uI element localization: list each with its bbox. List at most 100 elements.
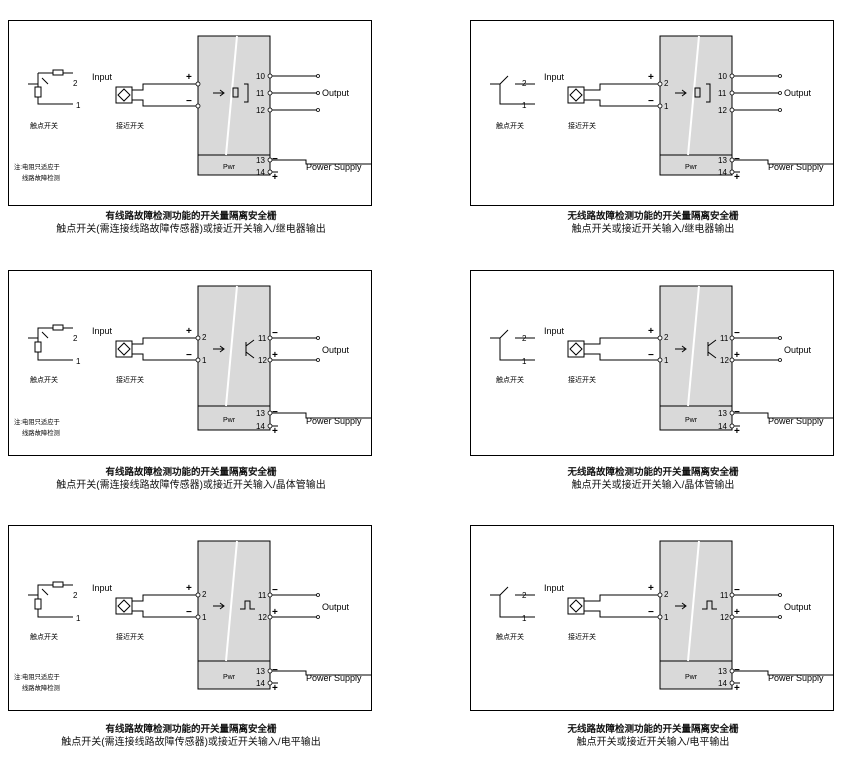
plus-sign: + (272, 607, 278, 618)
diagram-panel-1: 2 1 Input + − 10 11 12 13 14 − + Output … (8, 20, 374, 245)
power-supply-label: Power Supply (768, 673, 824, 683)
terminal-13: 13 (256, 409, 265, 418)
terminal-11: 11 (718, 89, 727, 98)
wiring-diagram: 2 1 Input + − 2 1 11 12 − + 13 14 − + Ou… (490, 540, 834, 694)
panel-frame (470, 20, 834, 206)
contact-switch-label: 触点开关 (30, 375, 58, 384)
plus-sign: + (272, 683, 278, 694)
terminal-11: 11 (720, 591, 729, 600)
plus-sign: + (272, 426, 278, 437)
minus-sign: − (272, 154, 278, 165)
caption-title: 无线路故障检测功能的开关量隔离安全栅 (567, 724, 739, 735)
output-label: Output (784, 345, 812, 355)
terminal-12: 12 (258, 356, 267, 365)
pwr-label: Pwr (223, 164, 236, 171)
note-line-1: 注:电阻只适应于 (14, 162, 60, 171)
terminal-12: 12 (718, 106, 727, 115)
panel-frame (8, 270, 372, 456)
pwr-label: Pwr (223, 417, 236, 424)
plus-sign: + (734, 172, 740, 183)
wiring-diagram: 2 1 Input + − 2 1 11 12 − + 13 14 − + Ou… (14, 540, 372, 694)
diagram-panel-5: 2 1 Input + − 2 1 11 12 − + 13 14 − + Ou… (8, 525, 374, 760)
contact-switch-label: 触点开关 (496, 632, 524, 641)
output-label: Output (784, 88, 812, 98)
caption: 有线路故障检测功能的开关量隔离安全栅 触点开关(需连接线路故障传感器)或接近开关… (8, 723, 374, 749)
terminal-2: 2 (664, 333, 669, 342)
terminal-2: 2 (73, 334, 78, 343)
terminal-1: 1 (522, 357, 527, 366)
terminal-2: 2 (73, 79, 78, 88)
caption-subtitle: 触点开关或接近开关输入/电平输出 (576, 737, 730, 748)
pwr-label: Pwr (685, 417, 698, 424)
diagram-panel-4: 2 1 Input + − 2 1 11 12 − + 13 14 − + Ou… (470, 270, 836, 500)
terminal-12: 12 (256, 106, 265, 115)
terminal-11: 11 (720, 334, 729, 343)
plus-sign: + (186, 583, 192, 594)
proximity-switch-label: 接近开关 (116, 632, 144, 641)
terminal-10: 10 (718, 72, 727, 81)
caption-title: 无线路故障检测功能的开关量隔离安全栅 (567, 211, 739, 222)
contact-switch-label: 触点开关 (496, 121, 524, 130)
caption: 无线路故障检测功能的开关量隔离安全栅 触点开关或接近开关输入/电平输出 (470, 723, 836, 749)
panel-frame (470, 525, 834, 711)
input-label: Input (544, 72, 565, 82)
terminal-13: 13 (256, 667, 265, 676)
panel-frame (8, 20, 372, 206)
plus-sign: + (272, 350, 278, 361)
minus-sign: − (272, 407, 278, 418)
output-label: Output (322, 88, 350, 98)
plus-sign: + (186, 72, 192, 83)
caption-title: 无线路故障检测功能的开关量隔离安全栅 (567, 467, 739, 478)
caption-subtitle: 触点开关(需连接线路故障传感器)或接近开关输入/晶体管输出 (56, 480, 326, 491)
diagram-panel-3: 2 1 Input + − 2 1 11 12 − + 13 14 − + Ou… (8, 270, 374, 500)
terminal-13: 13 (718, 409, 727, 418)
terminal-2: 2 (522, 334, 527, 343)
terminal-14: 14 (718, 422, 727, 431)
plus-sign: + (272, 172, 278, 183)
terminal-14: 14 (256, 679, 265, 688)
plus-sign: + (734, 607, 740, 618)
output-label: Output (322, 602, 350, 612)
output-label: Output (322, 345, 350, 355)
proximity-switch-label: 接近开关 (568, 375, 596, 384)
power-supply-label: Power Supply (306, 673, 362, 683)
panel-frame (8, 525, 372, 711)
power-supply-label: Power Supply (768, 416, 824, 426)
terminal-11: 11 (256, 89, 265, 98)
terminal-1: 1 (522, 614, 527, 623)
caption: 无线路故障检测功能的开关量隔离安全栅 触点开关或接近开关输入/继电器输出 (470, 210, 836, 236)
input-label: Input (544, 326, 565, 336)
plus-sign: + (186, 326, 192, 337)
plus-sign: + (648, 326, 654, 337)
wiring-diagram: 2 1 Input + − 2 1 11 12 − + 13 14 − + Ou… (490, 285, 834, 437)
wiring-diagram: 2 1 Input + − 10 11 12 13 14 − + Output … (14, 35, 372, 183)
plus-sign: + (734, 350, 740, 361)
minus-sign: − (648, 607, 654, 618)
note-line-2: 线路故障检测 (22, 683, 60, 692)
terminal-14: 14 (256, 422, 265, 431)
caption-subtitle: 触点开关(需连接线路故障传感器)或接近开关输入/继电器输出 (56, 224, 326, 235)
proximity-switch-label: 接近开关 (568, 121, 596, 130)
terminal-11: 11 (258, 334, 267, 343)
caption: 无线路故障检测功能的开关量隔离安全栅 触点开关或接近开关输入/晶体管输出 (470, 466, 836, 492)
terminal-1: 1 (76, 101, 81, 110)
minus-sign: − (186, 607, 192, 618)
input-label: Input (92, 326, 113, 336)
proximity-switch-label: 接近开关 (116, 121, 144, 130)
terminal-1: 1 (202, 356, 207, 365)
wiring-diagram: 2 1 Input + − 2 1 10 11 12 13 14 − + Out… (490, 35, 834, 183)
terminal-2: 2 (664, 79, 669, 88)
terminal-2: 2 (522, 591, 527, 600)
terminal-12: 12 (720, 613, 729, 622)
proximity-switch-label: 接近开关 (568, 632, 596, 641)
input-label: Input (544, 583, 565, 593)
terminal-13: 13 (718, 156, 727, 165)
terminal-11: 11 (258, 591, 267, 600)
caption: 有线路故障检测功能的开关量隔离安全栅 触点开关(需连接线路故障传感器)或接近开关… (8, 210, 374, 236)
plus-sign: + (648, 583, 654, 594)
output-label: Output (784, 602, 812, 612)
terminal-13: 13 (256, 156, 265, 165)
plus-sign: + (734, 426, 740, 437)
minus-sign: − (648, 350, 654, 361)
terminal-1: 1 (76, 614, 81, 623)
